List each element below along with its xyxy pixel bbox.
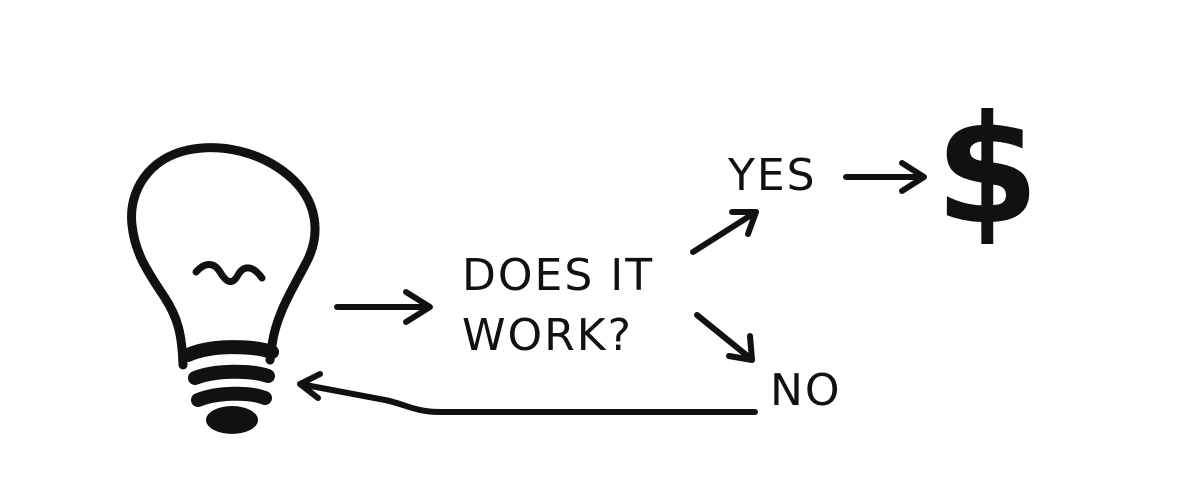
- yes-label: YES: [727, 150, 817, 201]
- arrow-to-yes: [690, 209, 759, 255]
- question-line-2: WORK?: [462, 310, 633, 361]
- question-line-1: DOES IT: [462, 250, 654, 301]
- lightbulb-thread-2: [188, 364, 275, 385]
- lightbulb-thread-1: [181, 340, 279, 362]
- lightbulb-icon: [127, 143, 320, 434]
- lightbulb-tip: [206, 406, 258, 434]
- arrow-back-to-idea: [297, 371, 758, 415]
- lightbulb-glass: [127, 143, 320, 370]
- dollar-sign-icon: $: [935, 84, 1039, 258]
- no-label: NO: [770, 365, 842, 416]
- arrow-to-dollar: [843, 160, 927, 194]
- arrow-to-question: [334, 289, 433, 325]
- lightbulb-filament: [192, 261, 266, 286]
- lightbulb-thread-3: [191, 386, 272, 407]
- arrow-to-no: [694, 312, 755, 363]
